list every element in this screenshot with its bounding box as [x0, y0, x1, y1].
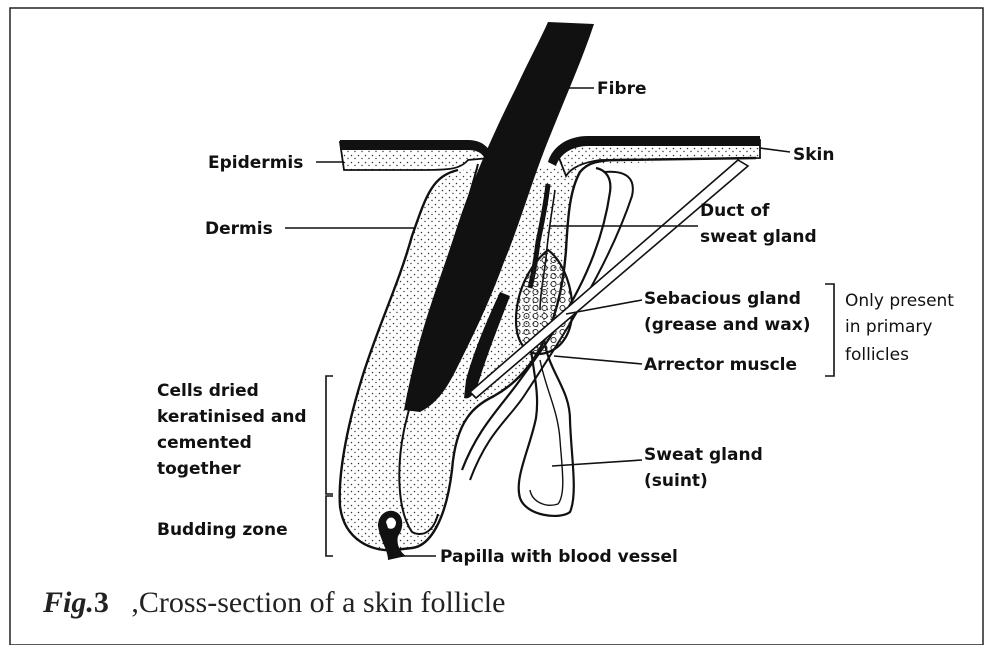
label-cells-4: together — [157, 459, 241, 479]
label-duct-1: Duct of — [700, 201, 770, 221]
bracket-budding — [326, 496, 333, 556]
label-skin: Skin — [793, 145, 834, 165]
label-arrector: Arrector muscle — [644, 355, 797, 375]
label-primary-2: in primary — [845, 317, 932, 337]
bracket-primary-follicles — [825, 284, 834, 376]
caption-text: ,Cross-section of a skin follicle — [131, 586, 505, 619]
label-epidermis: Epidermis — [208, 153, 303, 173]
figure-caption: Fig.3 ,Cross-section of a skin follicle — [43, 586, 505, 626]
label-sebaceous-1: Sebacious gland — [644, 289, 801, 309]
label-sweat-gland-2: (suint) — [644, 471, 708, 491]
label-sweat-gland-1: Sweat gland — [644, 445, 763, 465]
caption-fig-label: Fig. — [43, 586, 94, 619]
label-dermis: Dermis — [205, 219, 273, 239]
label-duct-2: sweat gland — [700, 227, 817, 247]
label-cells-2: keratinised and — [157, 407, 307, 427]
label-fibre: Fibre — [597, 79, 647, 99]
label-sebaceous-2: (grease and wax) — [644, 315, 810, 335]
label-primary-3: follicles — [845, 345, 909, 365]
caption-fig-number: 3 — [94, 586, 109, 619]
label-primary-1: Only present — [845, 291, 954, 311]
label-budding: Budding zone — [157, 520, 288, 540]
label-cells-1: Cells dried — [157, 381, 259, 401]
leader-skin — [760, 148, 790, 152]
label-cells-3: cemented — [157, 433, 252, 453]
bracket-cells — [326, 376, 333, 494]
leader-arrector — [554, 356, 642, 364]
label-papilla: Papilla with blood vessel — [440, 547, 678, 567]
